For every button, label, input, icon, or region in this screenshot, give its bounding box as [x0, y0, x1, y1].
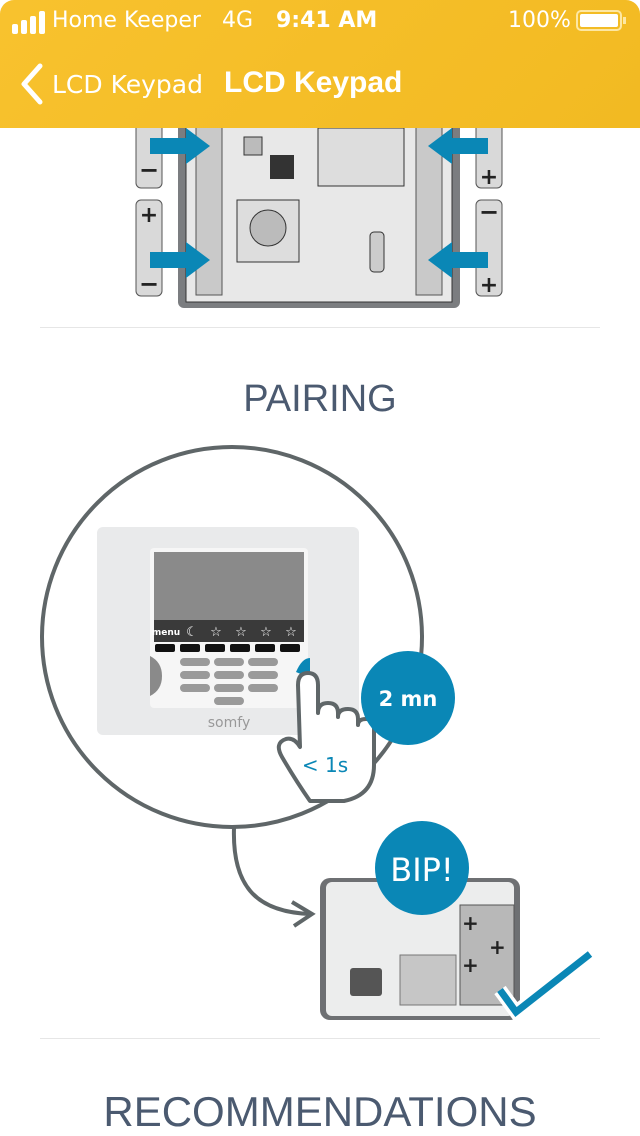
- back-label: LCD Keypad: [52, 69, 203, 99]
- svg-text:+: +: [480, 273, 498, 298]
- divider: [40, 327, 600, 328]
- recommendations-heading: RECOMMENDATIONS: [103, 1088, 537, 1135]
- timer-badge: 2 mn: [379, 687, 438, 711]
- svg-text:−: −: [139, 156, 159, 184]
- nav-header: Home Keeper 4G 9:41 AM 100% LCD Keypad L…: [0, 0, 640, 128]
- network-type: 4G: [222, 8, 254, 33]
- svg-text:−: −: [139, 270, 159, 298]
- svg-text:+: +: [462, 953, 479, 977]
- svg-text:☆: ☆: [235, 625, 247, 640]
- menu-key-label: menu: [152, 628, 180, 638]
- svg-text:+: +: [140, 203, 158, 228]
- svg-text:+: +: [462, 911, 479, 935]
- page-title: LCD Keypad: [224, 66, 403, 99]
- chevron-left-icon: [21, 63, 43, 105]
- carrier-name: Home Keeper: [52, 8, 201, 33]
- svg-text:+: +: [489, 935, 506, 959]
- svg-text:+: +: [480, 165, 498, 190]
- divider: [40, 1038, 600, 1039]
- press-duration-label: < 1s: [302, 753, 348, 777]
- somfy-logo: somfy: [208, 715, 250, 731]
- svg-text:☆: ☆: [285, 625, 297, 640]
- svg-text:☆: ☆: [260, 625, 272, 640]
- battery-icon: [576, 10, 626, 31]
- battery-percent: 100%: [508, 8, 571, 33]
- svg-text:☆: ☆: [210, 625, 222, 640]
- pairing-heading: PAIRING: [243, 378, 397, 420]
- svg-text:☾: ☾: [186, 625, 198, 640]
- back-button[interactable]: LCD Keypad: [20, 62, 203, 106]
- signal-icon: [12, 11, 45, 34]
- beep-badge: BIP!: [390, 851, 454, 889]
- status-time: 9:41 AM: [276, 8, 378, 33]
- svg-text:−: −: [479, 198, 499, 226]
- battery-install-illustration: − + − + − +: [135, 109, 503, 308]
